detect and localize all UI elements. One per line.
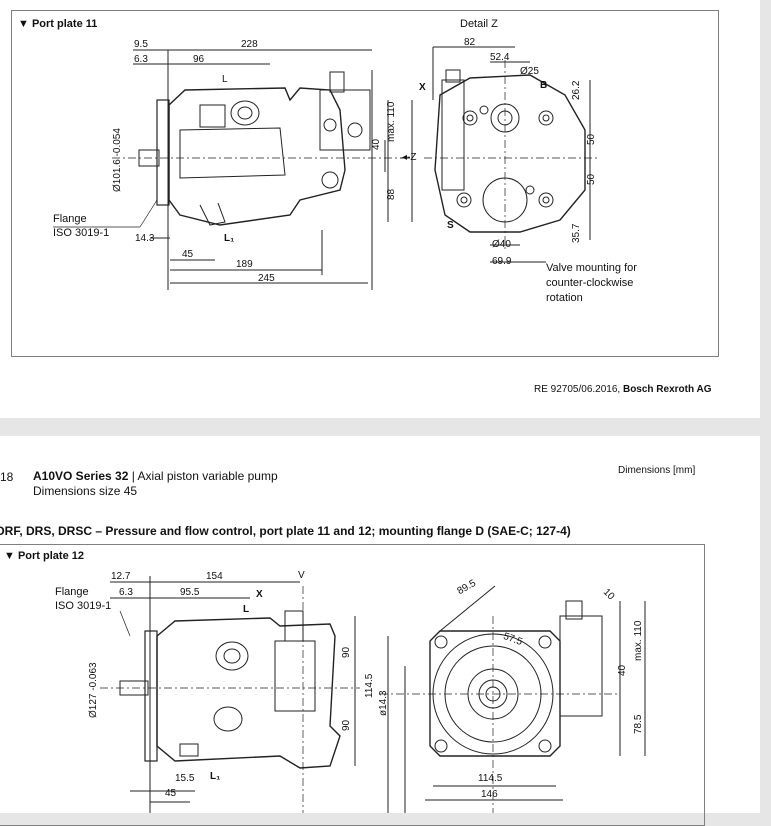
label-L-2: L: [243, 604, 250, 615]
label-Z: ◂-Z: [402, 152, 417, 163]
label-X-2: X: [256, 589, 263, 600]
valve-note-3: rotation: [546, 292, 583, 304]
detail-z-label: Detail Z: [460, 18, 498, 30]
section-heading: DRF, DRS, DRSC – Pressure and flow contr…: [0, 524, 571, 538]
dim-9-5: 9.5: [134, 39, 148, 50]
dim-146: 146: [481, 789, 498, 800]
dim-127: Ø127 -0.063: [88, 662, 99, 718]
section-title: ▼ Port plate 11: [18, 18, 98, 30]
dim-max-110: max. 110: [386, 101, 397, 142]
dim-35-7: 35.7: [571, 223, 582, 243]
flange-label-2: Flange: [55, 586, 89, 598]
dim-6-3: 6.3: [119, 587, 133, 598]
flange-label: Flange: [53, 213, 87, 225]
dim-114-5: 114.5: [478, 773, 503, 784]
label-L1: L₁: [224, 233, 235, 244]
page-1: ▼ Port plate 11: [0, 0, 760, 418]
drawing-frame-1: [11, 10, 719, 357]
dim-90a: 90: [341, 646, 352, 658]
dim-114-5v: 114.5: [364, 673, 375, 698]
dim-45-2: 45: [165, 788, 177, 799]
units-label: Dimensions [mm]: [618, 465, 696, 476]
label-V: V: [298, 570, 305, 581]
dim-90b: 90: [341, 719, 352, 731]
drawing-port-plate-11: [53, 46, 600, 290]
dim-52-4: 52.4: [490, 52, 510, 63]
dim-82: 82: [464, 37, 476, 48]
triangle-icon: ▼: [4, 550, 15, 562]
size-label: Dimensions size 45: [33, 484, 138, 498]
label-X: X: [419, 82, 426, 93]
section-title-2: ▼ Port plate 12: [4, 550, 84, 562]
dim-228: 228: [241, 39, 258, 50]
page-number: 18: [0, 470, 14, 484]
dim-95-5: 95.5: [180, 587, 200, 598]
dim-40b: Ø40: [492, 239, 511, 250]
dim-40-2: 40: [617, 664, 628, 676]
dim-245: 245: [258, 273, 275, 284]
dim-40: 40: [371, 138, 382, 150]
dim-14-3: ø14.3: [378, 690, 389, 716]
dim-45: 45: [182, 249, 194, 260]
valve-note-1: Valve mounting for: [546, 262, 637, 274]
dim-154: 154: [206, 571, 223, 582]
label-L1-2: L₁: [210, 771, 221, 782]
dim-50a: 50: [586, 133, 597, 145]
footer: RE 92705/06.2016, Bosch Rexroth AG: [534, 384, 712, 395]
dim-max-110-2: max. 110: [633, 620, 644, 661]
series-title: A10VO Series 32 | Axial piston variable …: [33, 469, 278, 483]
dim-14-3: 14.3: [135, 233, 155, 244]
dim-88: 88: [386, 188, 397, 200]
valve-note-2: counter-clockwise: [546, 277, 634, 289]
dim-50b: 50: [586, 173, 597, 185]
dim-25: Ø25: [520, 66, 539, 77]
dim-26-2: 26.2: [571, 80, 582, 100]
dim-96: 96: [193, 54, 205, 65]
triangle-icon: ▼: [18, 18, 29, 30]
label-S: S: [447, 220, 454, 231]
drawing-port-plate-12: [100, 576, 646, 813]
iso-label: ISO 3019-1: [53, 227, 110, 239]
dim-69-9: 69.9: [492, 256, 512, 267]
dim-101-6: Ø101.6 -0.054: [112, 128, 123, 192]
page-2: 18 A10VO Series 32 | Axial piston variab…: [0, 436, 760, 826]
label-B: B: [540, 80, 548, 91]
dim-12-7: 12.7: [111, 571, 131, 582]
dim-78-5: 78.5: [633, 714, 644, 734]
dim-189: 189: [236, 259, 253, 270]
dim-6-3: 6.3: [134, 54, 148, 65]
label-L: L: [222, 74, 228, 85]
iso-label-2: ISO 3019-1: [55, 600, 112, 612]
dim-15-5: 15.5: [175, 773, 195, 784]
